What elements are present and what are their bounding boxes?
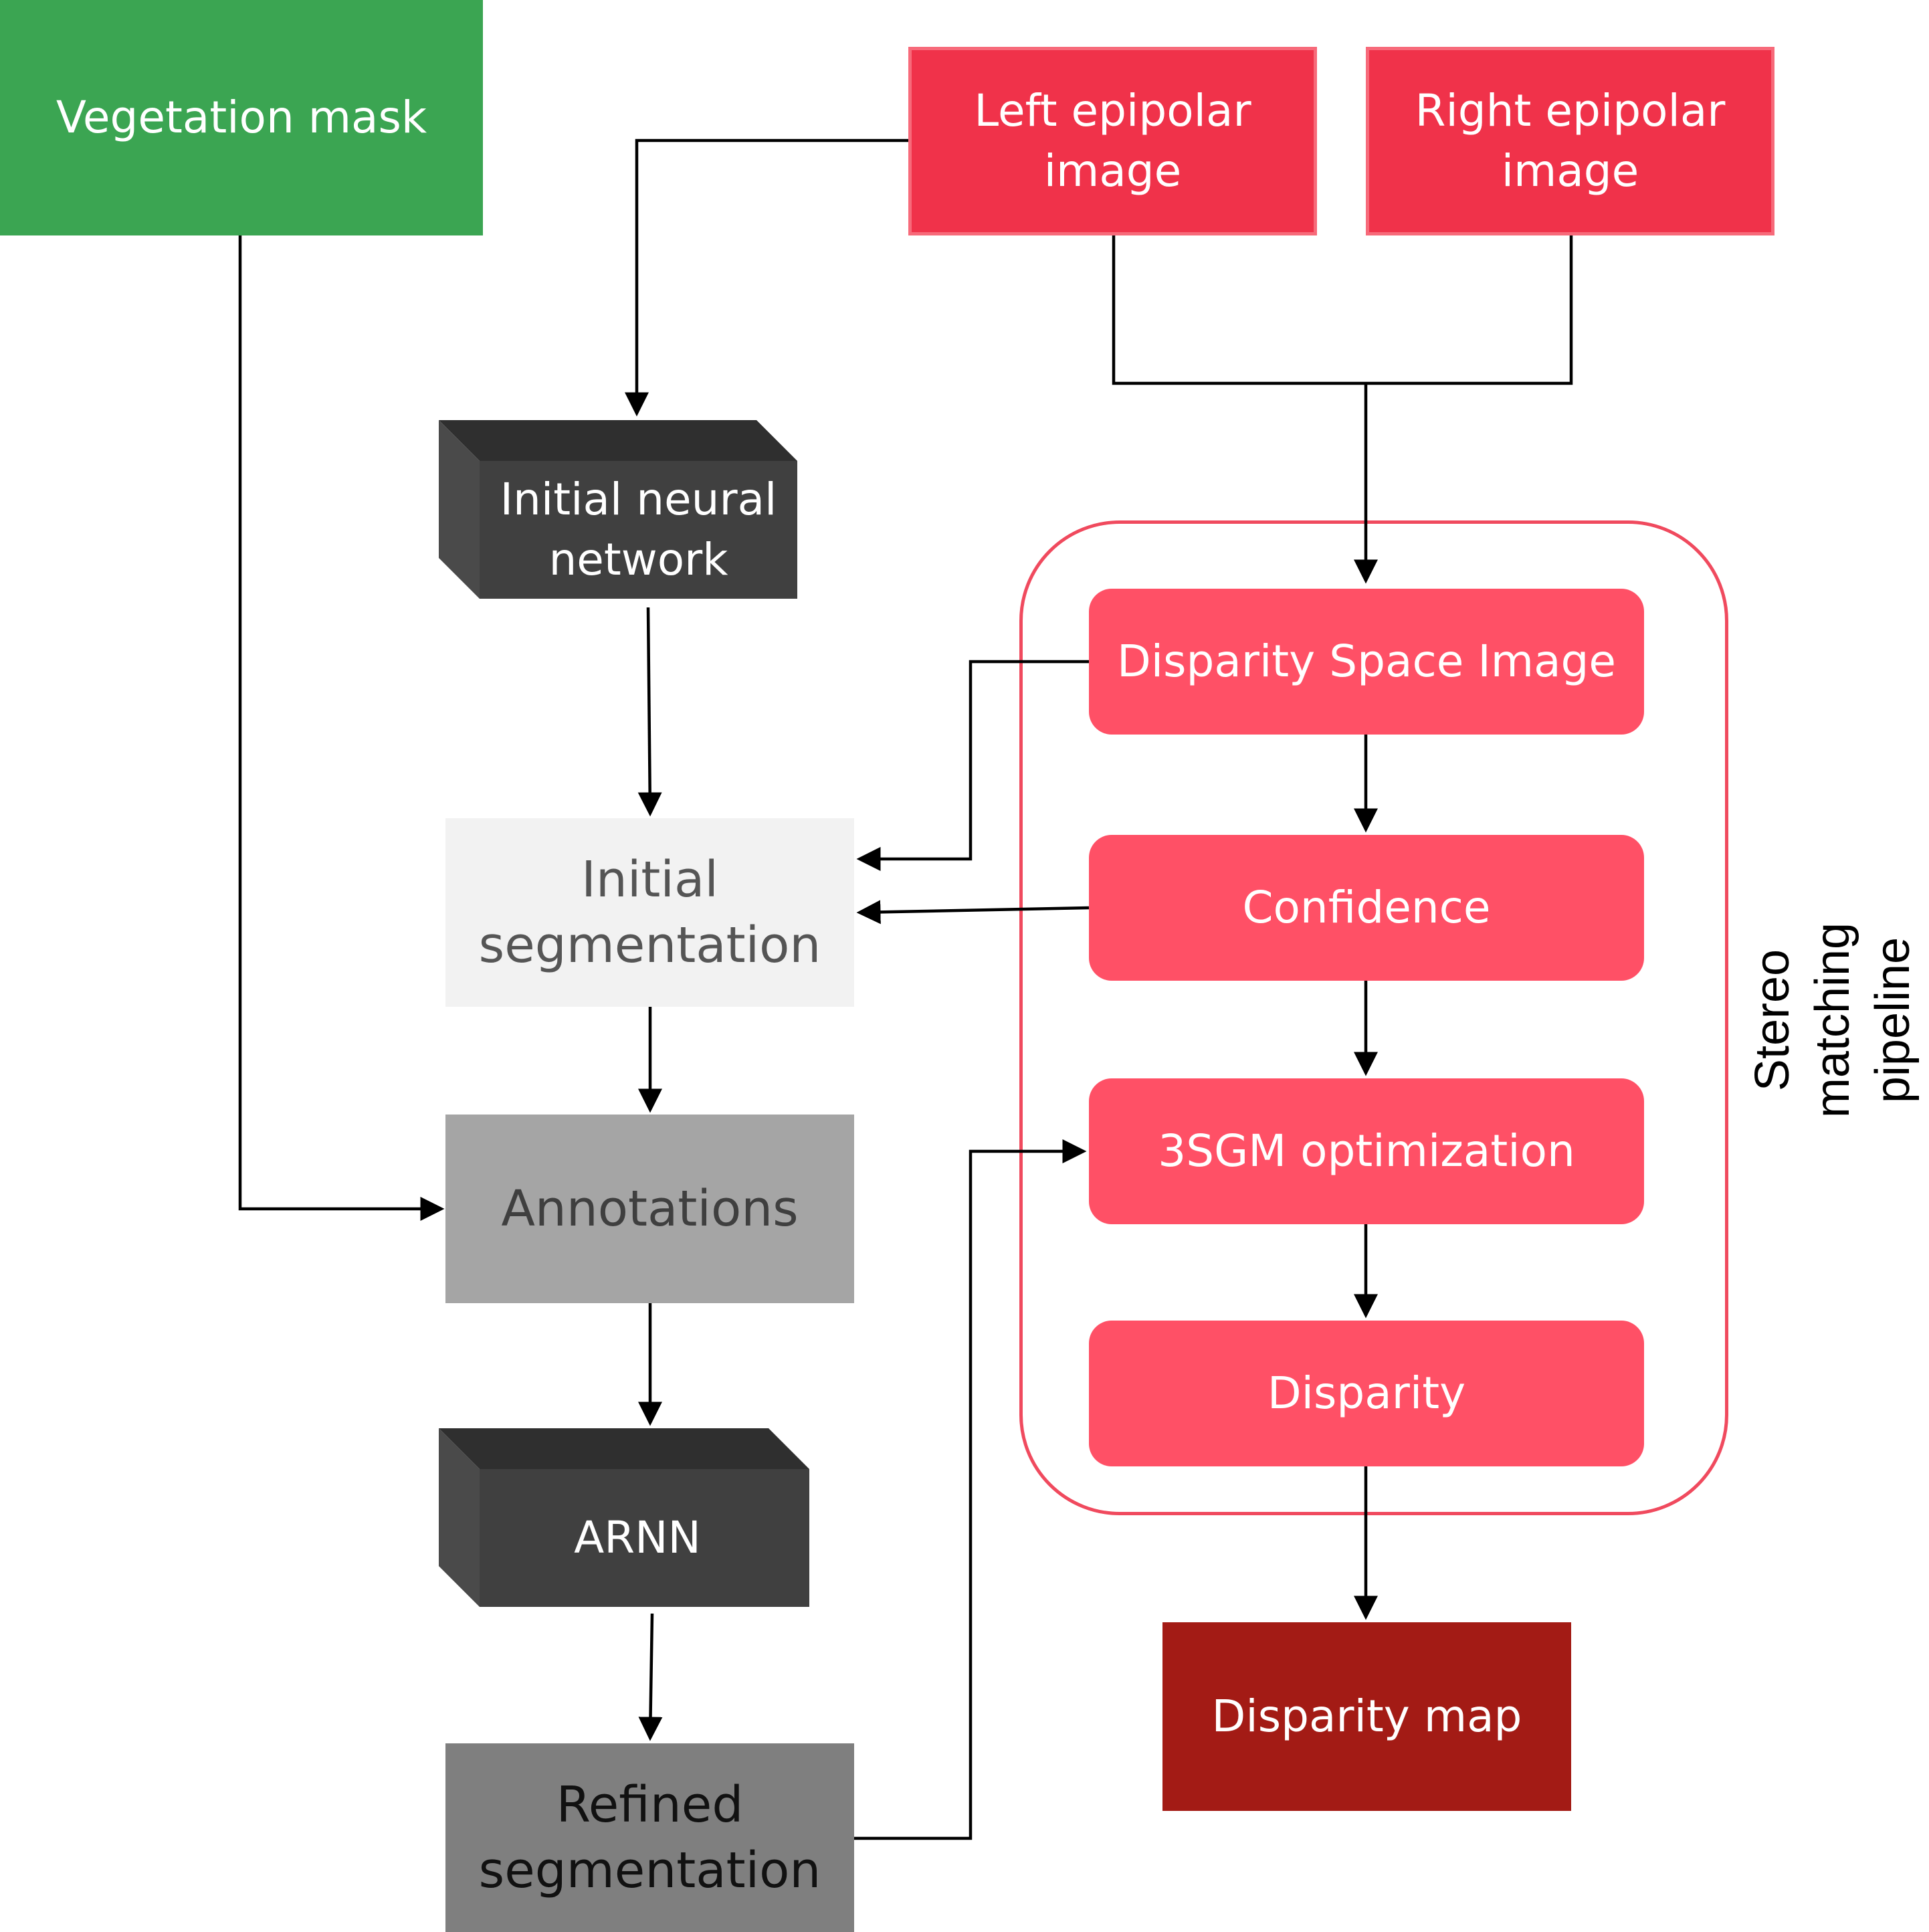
connector-left-image-merge (1112, 235, 1366, 385)
initial-neural-network-cube-shape (439, 420, 797, 599)
disparity-map-node: Disparity map (1162, 1622, 1571, 1811)
left-epipolar-image-node: Left epipolar image (908, 47, 1317, 235)
arrow-confidence-to-initial-segmentation (856, 900, 1090, 925)
initial-segmentation-node: Initial segmentation (445, 818, 854, 1007)
arrow-initial-network-to-initial-segmentation (637, 607, 662, 817)
3sgm-optimization-node: 3SGM optimization (1089, 1078, 1644, 1224)
connector-right-image-merge (1366, 235, 1573, 385)
arrow-vegetation-mask-to-annotations (238, 235, 445, 1221)
arrow-disparity-space-image-to-initial-segmentation (856, 660, 1089, 871)
arrow-refined-segmentation-to-3sgm-optimization (854, 1139, 1087, 1840)
stereo-matching-pipeline-frame (1019, 520, 1728, 1515)
initial-neural-network-label: Initial neural network (500, 474, 777, 585)
arnn-node: ARNN (439, 1428, 809, 1607)
initial-neural-network-node: Initial neural network (439, 420, 797, 599)
confidence-node: Confidence (1089, 835, 1644, 981)
arrow-arnn-to-refined-segmentation (638, 1613, 663, 1741)
disparity-space-image-node: Disparity Space Image (1089, 589, 1644, 735)
arnn-cube-shape (439, 1428, 809, 1607)
right-epipolar-image-node: Right epipolar image (1366, 47, 1774, 235)
arrow-left-image-to-initial-network (625, 138, 908, 417)
vegetation-mask-node: Vegetation mask (0, 0, 483, 235)
annotations-node: Annotations (445, 1115, 854, 1303)
arnn-label: ARNN (574, 1512, 701, 1563)
refined-segmentation-node: Refined segmentation (445, 1743, 854, 1932)
disparity-node: Disparity (1089, 1321, 1644, 1466)
